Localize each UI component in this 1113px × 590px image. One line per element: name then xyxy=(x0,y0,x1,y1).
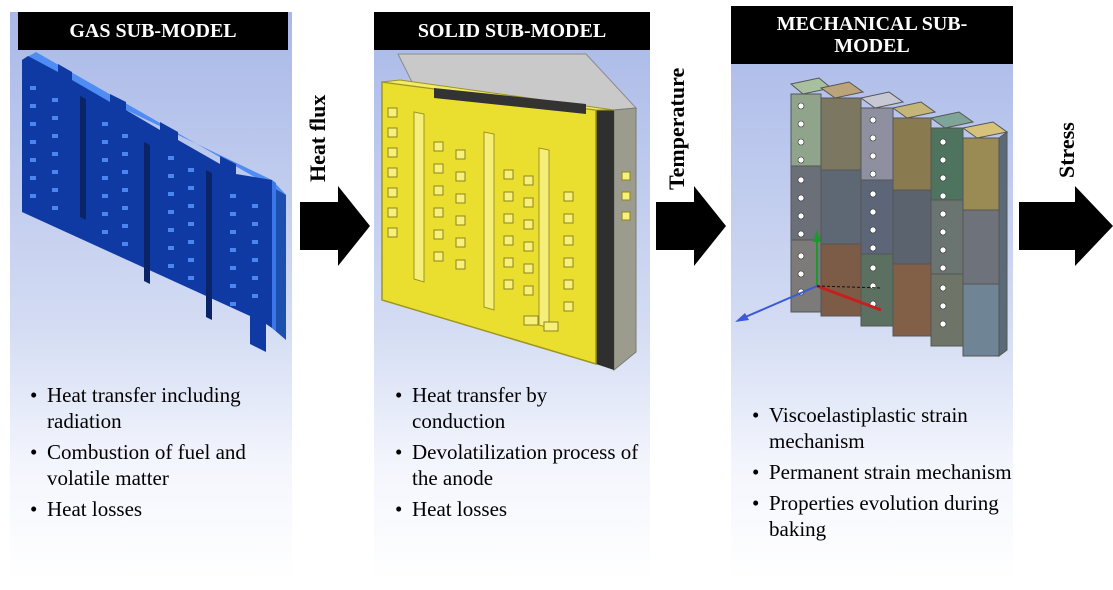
gas-bullet-item: Heat losses xyxy=(30,496,280,522)
stress-arrow xyxy=(1019,186,1113,266)
solid-bullet-item: Heat transfer by conduction xyxy=(395,382,640,434)
solid-bullet-item: Heat losses xyxy=(395,496,640,522)
mechanical-model-figure xyxy=(735,77,1009,357)
solid-model-figure xyxy=(381,53,638,372)
heat-flux-label: Heat flux xyxy=(305,94,330,182)
gas-model-figure xyxy=(22,52,286,352)
mechanical-bullet-item: Permanent strain mechanism xyxy=(752,459,1012,485)
gas-bullet-list: Heat transfer including radiation Combus… xyxy=(30,382,280,527)
mechanical-panel-header: MECHANICAL SUB-MODEL xyxy=(731,6,1013,64)
solid-bullet-item: Devolatilization process of the anode xyxy=(395,439,640,491)
solid-bullet-list: Heat transfer by conduction Devolatiliza… xyxy=(395,382,640,527)
mechanical-bullet-item: Properties evolution during baking xyxy=(752,490,1012,542)
solid-panel-header: SOLID SUB-MODEL xyxy=(374,12,650,50)
mechanical-bullet-list: Viscoelastiplastic strain mechanism Perm… xyxy=(752,402,1012,547)
mechanical-bullet-item: Viscoelastiplastic strain mechanism xyxy=(752,402,1012,454)
gas-panel-header: GAS SUB-MODEL xyxy=(18,12,288,50)
stress-label: Stress xyxy=(1054,122,1079,178)
gas-bullet-item: Combustion of fuel and volatile matter xyxy=(30,439,280,491)
gas-bullet-item: Heat transfer including radiation xyxy=(30,382,280,434)
temperature-arrow xyxy=(656,186,726,266)
temperature-label: Temperature xyxy=(664,67,689,190)
heat-flux-arrow xyxy=(300,186,370,266)
